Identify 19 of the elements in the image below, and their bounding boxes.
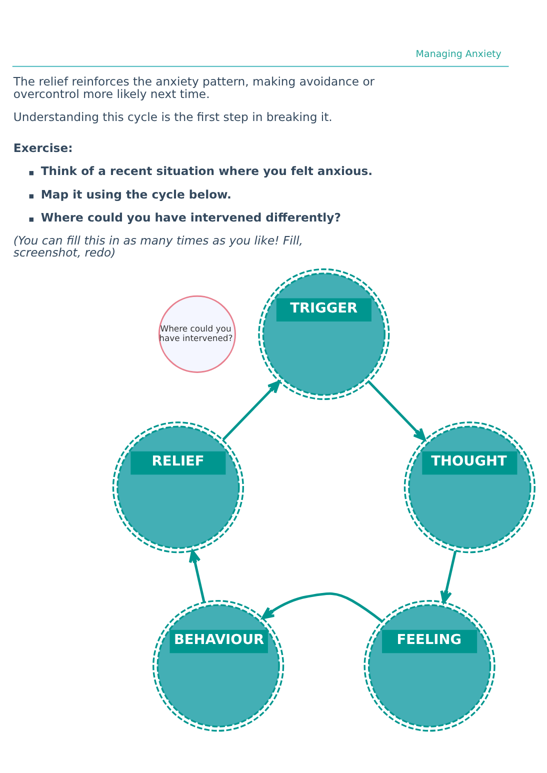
node-circle: BEHAVIOUR	[152, 600, 284, 732]
label: Where could you have intervened differently?	[40, 210, 341, 224]
label: Understanding this cycle is the first step in breaking it.	[13, 110, 332, 124]
arrow	[188, 549, 206, 602]
label: Managing Anxiety	[416, 48, 502, 60]
node-circle: THOUGHT	[404, 421, 536, 553]
node-circle: TRIGGER	[258, 268, 390, 400]
arrow	[440, 550, 457, 604]
label: (You can fill this in as many times as you like! Fill, screenshot, redo)	[13, 233, 303, 259]
label: Think of a recent situation where you felt anxious.	[40, 164, 373, 178]
label: Exercise:	[13, 140, 73, 154]
node-circle: RELIEF	[112, 421, 244, 553]
arrow	[368, 380, 426, 440]
label: Map it using the cycle below.	[40, 186, 232, 201]
label: The relief reinforces the anxiety pattern, making avoidance or overcontrol more likely next time.	[13, 74, 375, 100]
arrow	[262, 592, 382, 622]
node-circle: Where could you have intervened?	[158, 294, 236, 372]
arrow	[222, 380, 280, 440]
node-circle: FEELING	[364, 600, 496, 732]
